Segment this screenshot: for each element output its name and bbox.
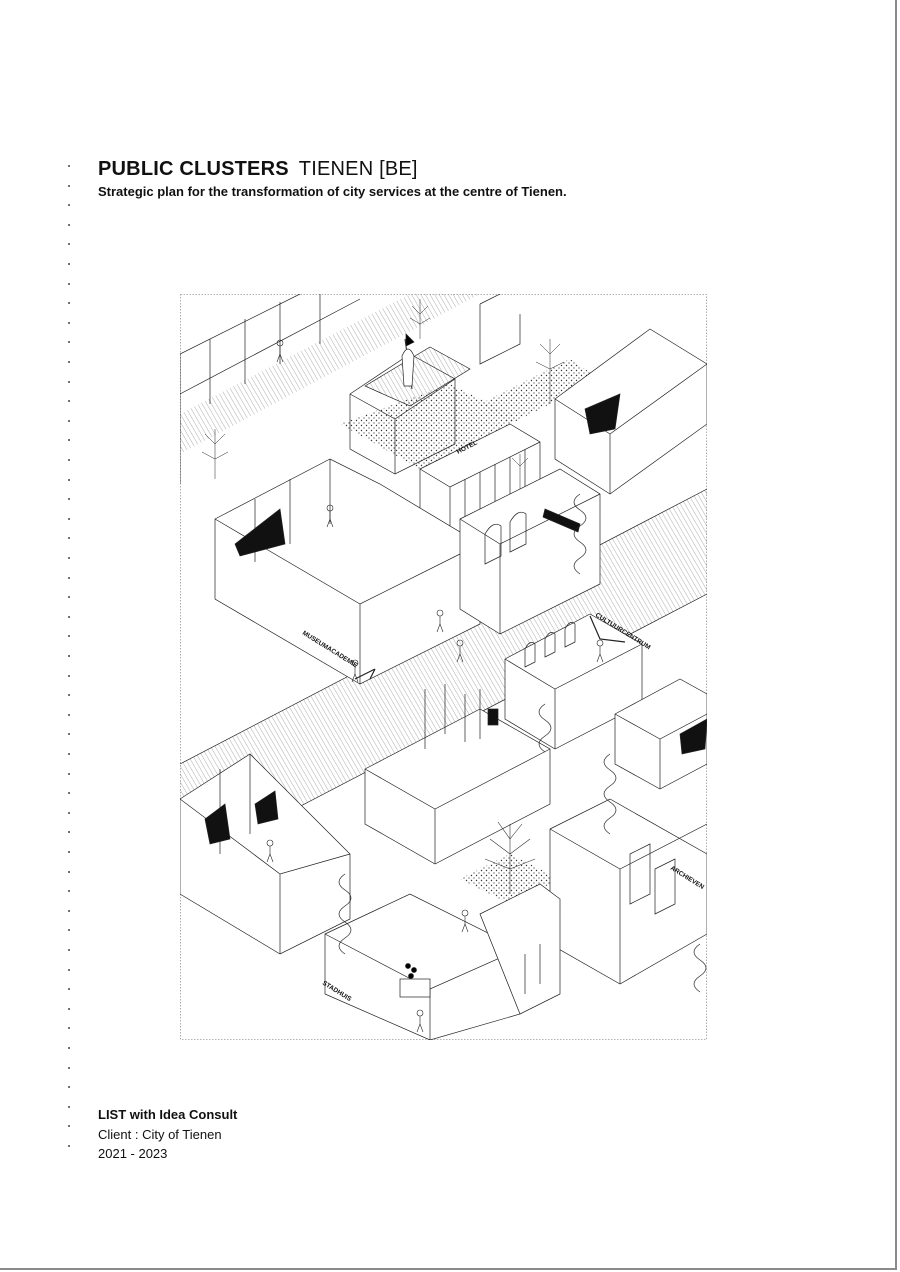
margin-dot — [68, 1027, 70, 1030]
margin-dot — [68, 1145, 70, 1147]
museum-block — [214, 458, 481, 685]
courtyard-tree — [484, 821, 536, 894]
margin-dot — [68, 694, 70, 697]
spiral-stair — [338, 493, 707, 993]
margin-dot — [68, 321, 70, 324]
credit-firm: LIST with Idea Consult — [98, 1107, 238, 1122]
margin-dot — [68, 988, 70, 991]
margin-dot — [68, 851, 70, 853]
margin-dot — [68, 165, 70, 167]
margin-dot — [68, 1007, 70, 1010]
credit-client: Client : City of Tienen — [98, 1126, 222, 1142]
margin-dot — [68, 909, 70, 912]
upper-street-hatch — [180, 294, 480, 454]
margin-dot — [68, 459, 70, 461]
project-name: PUBLIC CLUSTERS — [98, 158, 289, 180]
margin-dot — [68, 263, 70, 265]
project-location: TIENEN [BE] — [298, 158, 418, 180]
margin-dot — [68, 576, 70, 579]
people-figures — [266, 339, 604, 1033]
margin-dot — [68, 968, 70, 971]
margin-dot — [68, 419, 70, 422]
margin-dot — [68, 655, 70, 657]
margin-dot — [68, 537, 70, 540]
project-subtitle: Strategic plan for the transformation of… — [98, 184, 567, 199]
margin-dot — [68, 439, 70, 442]
margin-dot — [68, 870, 70, 873]
town-hall-block — [324, 883, 561, 1040]
margin-dot — [68, 1086, 70, 1089]
margin-dot — [68, 517, 70, 520]
credits-block: LIST with Idea Consult Client : City of … — [98, 1105, 237, 1164]
margin-dot — [68, 204, 70, 207]
margin-dot — [68, 243, 70, 246]
margin-dot — [68, 361, 70, 363]
project-title: PUBLIC CLUSTERS TIENEN [BE] — [98, 158, 418, 181]
archive-block — [549, 798, 707, 985]
margin-dot — [68, 282, 70, 285]
margin-dot — [68, 635, 70, 638]
margin-dot — [68, 890, 70, 893]
margin-dot — [68, 1125, 70, 1128]
margin-dot — [68, 753, 70, 755]
exhibition-box-top-right — [554, 328, 707, 495]
margin-dot — [68, 733, 70, 736]
margin-dot — [68, 1105, 70, 1108]
credit-years: 2021 - 2023 — [98, 1146, 168, 1161]
margin-dot — [68, 615, 70, 618]
margin-dot — [68, 831, 70, 834]
margin-dot — [68, 949, 70, 951]
margin-dot — [68, 1066, 70, 1069]
lower-left-block — [180, 753, 351, 955]
margin-dot — [68, 400, 70, 403]
margin-dot — [68, 302, 70, 305]
margin-dot — [68, 792, 70, 795]
margin-dot — [68, 713, 70, 716]
margin-dot — [68, 557, 70, 559]
margin-dot — [68, 184, 70, 187]
margin-dot — [68, 478, 70, 481]
margin-dot — [68, 929, 70, 932]
reading-room-box — [614, 678, 707, 790]
margin-dot — [68, 596, 70, 599]
margin-dot — [68, 811, 70, 814]
drawing-frame — [180, 294, 707, 1040]
margin-dot — [68, 498, 70, 501]
gallery-block — [364, 684, 551, 865]
axonometric-drawing: MUSEUMACADEMIE HOTEL CULTUURCENTRUM ARCH… — [180, 294, 707, 1040]
margin-dot — [68, 1047, 70, 1049]
arcade-block — [459, 468, 601, 635]
margin-dot — [68, 223, 70, 226]
margin-dot — [68, 674, 70, 677]
margin-dot — [68, 341, 70, 344]
margin-dot — [68, 772, 70, 775]
margin-dot — [68, 380, 70, 383]
